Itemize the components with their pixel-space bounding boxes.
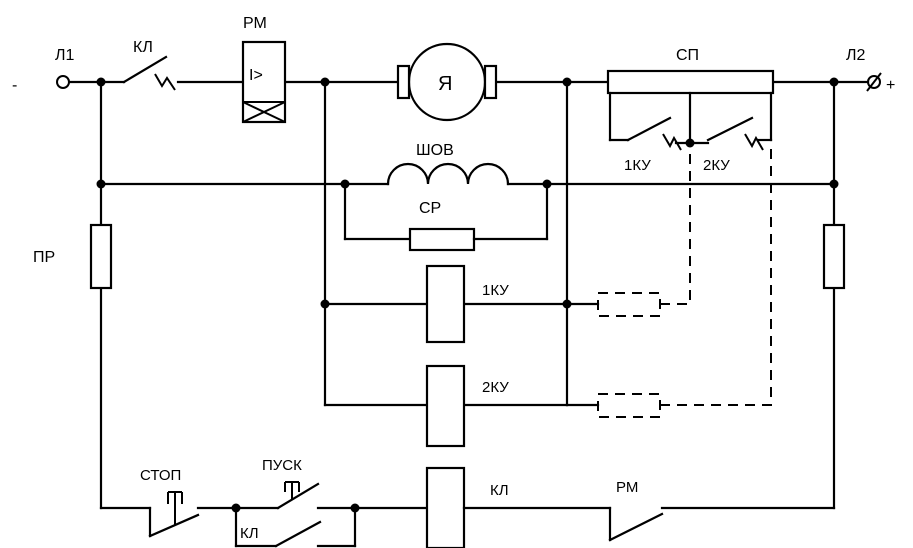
l1-terminal xyxy=(56,75,70,89)
ku2-coil-row xyxy=(323,364,661,448)
ku2-contact xyxy=(688,116,773,151)
ku2-contact-label: 2КУ xyxy=(703,157,730,174)
sr-resistor-loop xyxy=(343,182,549,252)
l2-terminal xyxy=(866,72,882,92)
rm-top-label: РМ xyxy=(243,15,267,32)
motor-armature xyxy=(396,42,498,122)
minus-label: - xyxy=(12,77,17,94)
pusk-label: ПУСК xyxy=(262,457,302,474)
ku2-coil-label: 2КУ xyxy=(482,379,509,396)
ku1-contact xyxy=(608,116,692,151)
right-bus xyxy=(822,80,846,510)
junction-dots xyxy=(96,77,839,513)
sr-label: СР xyxy=(419,200,441,217)
kl-main-contact xyxy=(122,55,176,91)
bottom-control-circuit xyxy=(99,466,836,548)
motor-label: Я xyxy=(438,73,452,95)
pr-label: ПР xyxy=(33,249,55,266)
mechanical-linkage xyxy=(660,146,772,406)
rm-symbol: I> xyxy=(249,67,263,84)
rm-bottom-label: РМ xyxy=(616,479,638,496)
ku1-contact-label: 1КУ xyxy=(624,157,651,174)
shov-label: ШОВ xyxy=(416,142,454,159)
stop-label: СТОП xyxy=(140,467,181,484)
l2-label: Л2 xyxy=(846,47,866,64)
plus-label: + xyxy=(886,77,895,94)
rm-relay xyxy=(241,40,287,124)
field-winding-row xyxy=(99,162,836,186)
ku1-coil-label: 1КУ xyxy=(482,282,509,299)
sp-starting-resistor xyxy=(606,69,775,142)
ku1-coil-row xyxy=(323,264,661,344)
l1-label: Л1 xyxy=(55,47,75,64)
left-bus xyxy=(89,80,113,510)
sp-label: СП xyxy=(676,47,699,64)
kl-top-label: КЛ xyxy=(133,39,153,56)
kl-hold-label: КЛ xyxy=(240,525,259,542)
kl-coil-label: КЛ xyxy=(490,482,509,499)
